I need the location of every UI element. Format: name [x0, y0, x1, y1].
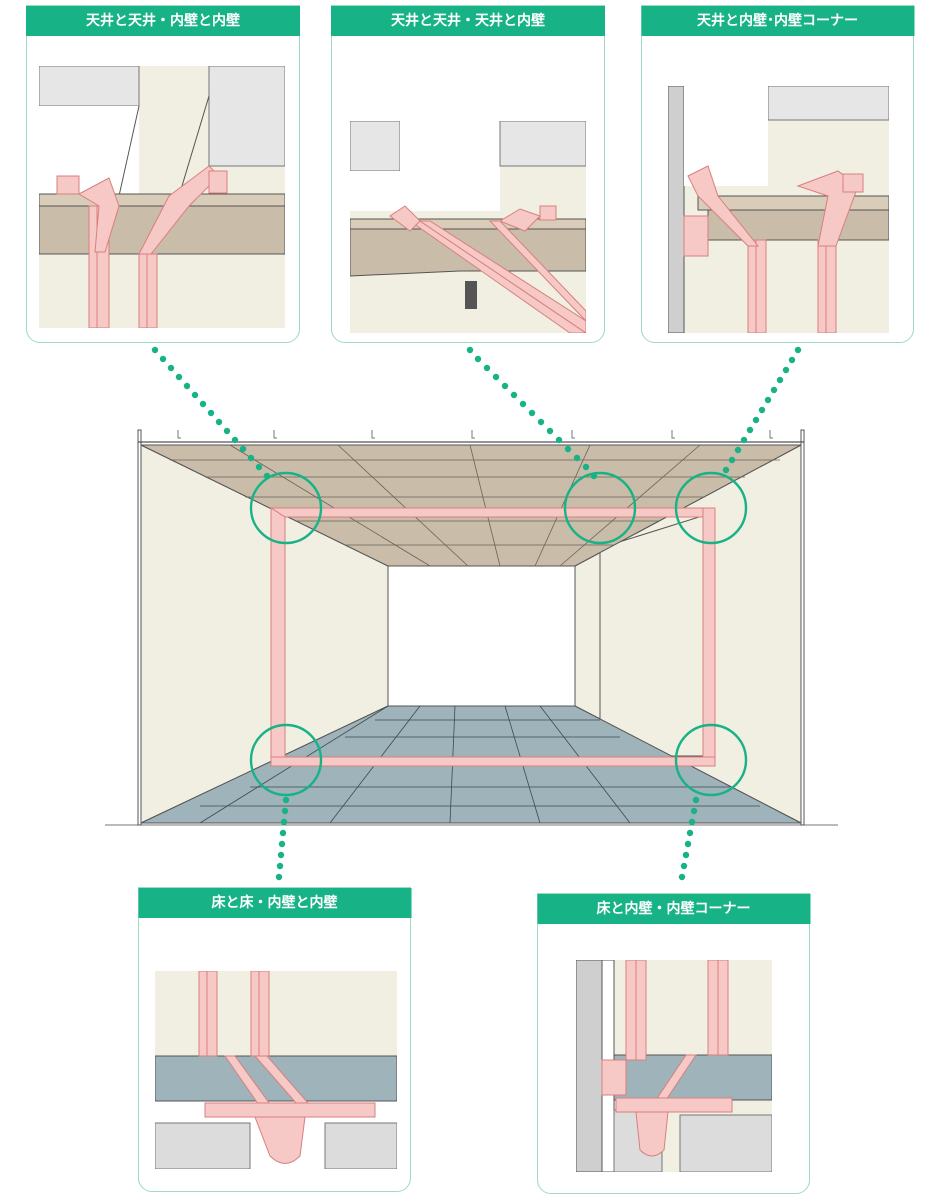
detail-panel-ceiling-ceiling-ceiling-wall: 天井と天井・天井と内壁: [331, 5, 605, 343]
panel-title: 天井と天井・天井と内壁: [331, 6, 605, 36]
highlight-circle-floor-right: [674, 723, 748, 797]
detail-illustration: [576, 960, 772, 1172]
detail-illustration: [39, 66, 285, 328]
ceiling: [140, 444, 802, 567]
detail-panel-floor-wall-corner: 床と内壁・内壁コーナー: [537, 893, 810, 1194]
detail-panel-floor-floor-wall-wall: 床と床・内壁と内壁: [138, 887, 411, 1192]
detail-illustration: [350, 121, 586, 333]
detail-panel-ceiling-wall-corner: 天井と内壁･内壁コーナー: [641, 5, 914, 343]
highlight-circle-ceiling-right: [674, 471, 748, 545]
panel-title: 床と床・内壁と内壁: [138, 888, 411, 918]
highlight-circle-floor-left: [249, 723, 323, 797]
detail-illustration: [155, 971, 397, 1169]
panel-title: 床と内壁・内壁コーナー: [537, 894, 810, 924]
detail-panel-ceiling-ceiling-wall-wall: 天井と天井・内壁と内壁: [26, 5, 300, 343]
detail-illustration: [668, 86, 889, 333]
panel-title: 天井と天井・内壁と内壁: [26, 6, 300, 36]
highlight-circle-ceiling-mid: [563, 471, 637, 545]
highlight-circle-ceiling-left: [249, 471, 323, 545]
back-opening: [387, 565, 576, 707]
joint-frame: [269, 507, 716, 767]
panel-title: 天井と内壁･内壁コーナー: [641, 6, 914, 36]
